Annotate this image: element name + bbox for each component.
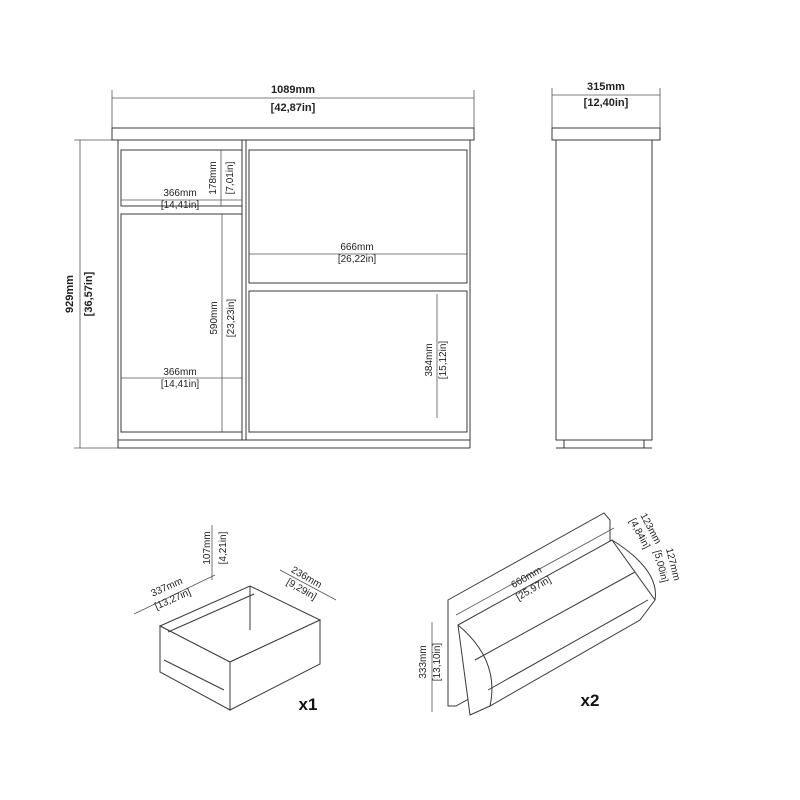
cabinet-body bbox=[117, 139, 471, 441]
top-board bbox=[111, 127, 475, 141]
lower-left-width-mm: 366mm bbox=[163, 367, 196, 378]
shoe-rack-height-mm: 333mm bbox=[418, 645, 429, 678]
front-view: 1089mm [42,87in] 929mm [36,57in] 366mm [… bbox=[64, 84, 475, 449]
shoe-rack-height-in: [13,10in] bbox=[432, 643, 443, 682]
right-lower-height-mm: 384mm bbox=[424, 343, 435, 376]
shoe-rack-quantity: x2 bbox=[581, 691, 600, 710]
dim-line bbox=[133, 574, 216, 615]
drawer-runner bbox=[163, 659, 225, 691]
upper-right-flap bbox=[248, 149, 468, 284]
drawer-edge bbox=[167, 593, 255, 633]
upper-left-height-mm: 178mm bbox=[208, 161, 219, 194]
width-mm-label: 1089mm bbox=[271, 84, 315, 96]
right-width-in: [26,22in] bbox=[338, 254, 377, 265]
height-mm-label: 929mm bbox=[64, 275, 76, 313]
width-in-label: [42,87in] bbox=[271, 102, 316, 114]
drawer-height-mm: 107mm bbox=[202, 531, 213, 564]
drawer-height-in: [4,21in] bbox=[218, 531, 229, 564]
side-body bbox=[555, 139, 653, 441]
depth-mm-label: 315mm bbox=[587, 81, 625, 93]
drawer-view: 107mm [4,21in] 337mm [13,27in] 236mm [9,… bbox=[133, 525, 337, 714]
dim-line bbox=[455, 527, 615, 616]
side-view: 315mm [12,40in] bbox=[551, 81, 661, 449]
right-width-mm: 666mm bbox=[340, 242, 373, 253]
drawer-quantity: x1 bbox=[299, 695, 318, 714]
shoe-rack-view: 333mm [13,10in] 660mm [25,97in] 123mm [4… bbox=[418, 512, 682, 716]
side-top-board bbox=[551, 127, 661, 141]
tray-end-bracket bbox=[611, 539, 656, 601]
dim-line bbox=[279, 569, 337, 601]
tray-rail bbox=[474, 571, 636, 661]
lower-left-width-in: [14,41in] bbox=[161, 379, 200, 390]
upper-left-height-in: [7,01in] bbox=[225, 161, 236, 194]
height-in-label: [36,57in] bbox=[83, 271, 95, 316]
right-lower-height-in: [15,12in] bbox=[438, 341, 449, 380]
upper-left-width-in: [14,41in] bbox=[161, 200, 200, 211]
tray-rail bbox=[487, 599, 649, 691]
lower-right-flap bbox=[248, 290, 468, 433]
depth-in-label: [12,40in] bbox=[584, 97, 629, 109]
tray-end-bracket bbox=[457, 624, 493, 707]
upper-left-width-mm: 366mm bbox=[163, 188, 196, 199]
lower-left-height-in: [23,23in] bbox=[226, 299, 237, 338]
drawer-side bbox=[229, 619, 321, 711]
lower-left-height-mm: 590mm bbox=[209, 301, 220, 334]
